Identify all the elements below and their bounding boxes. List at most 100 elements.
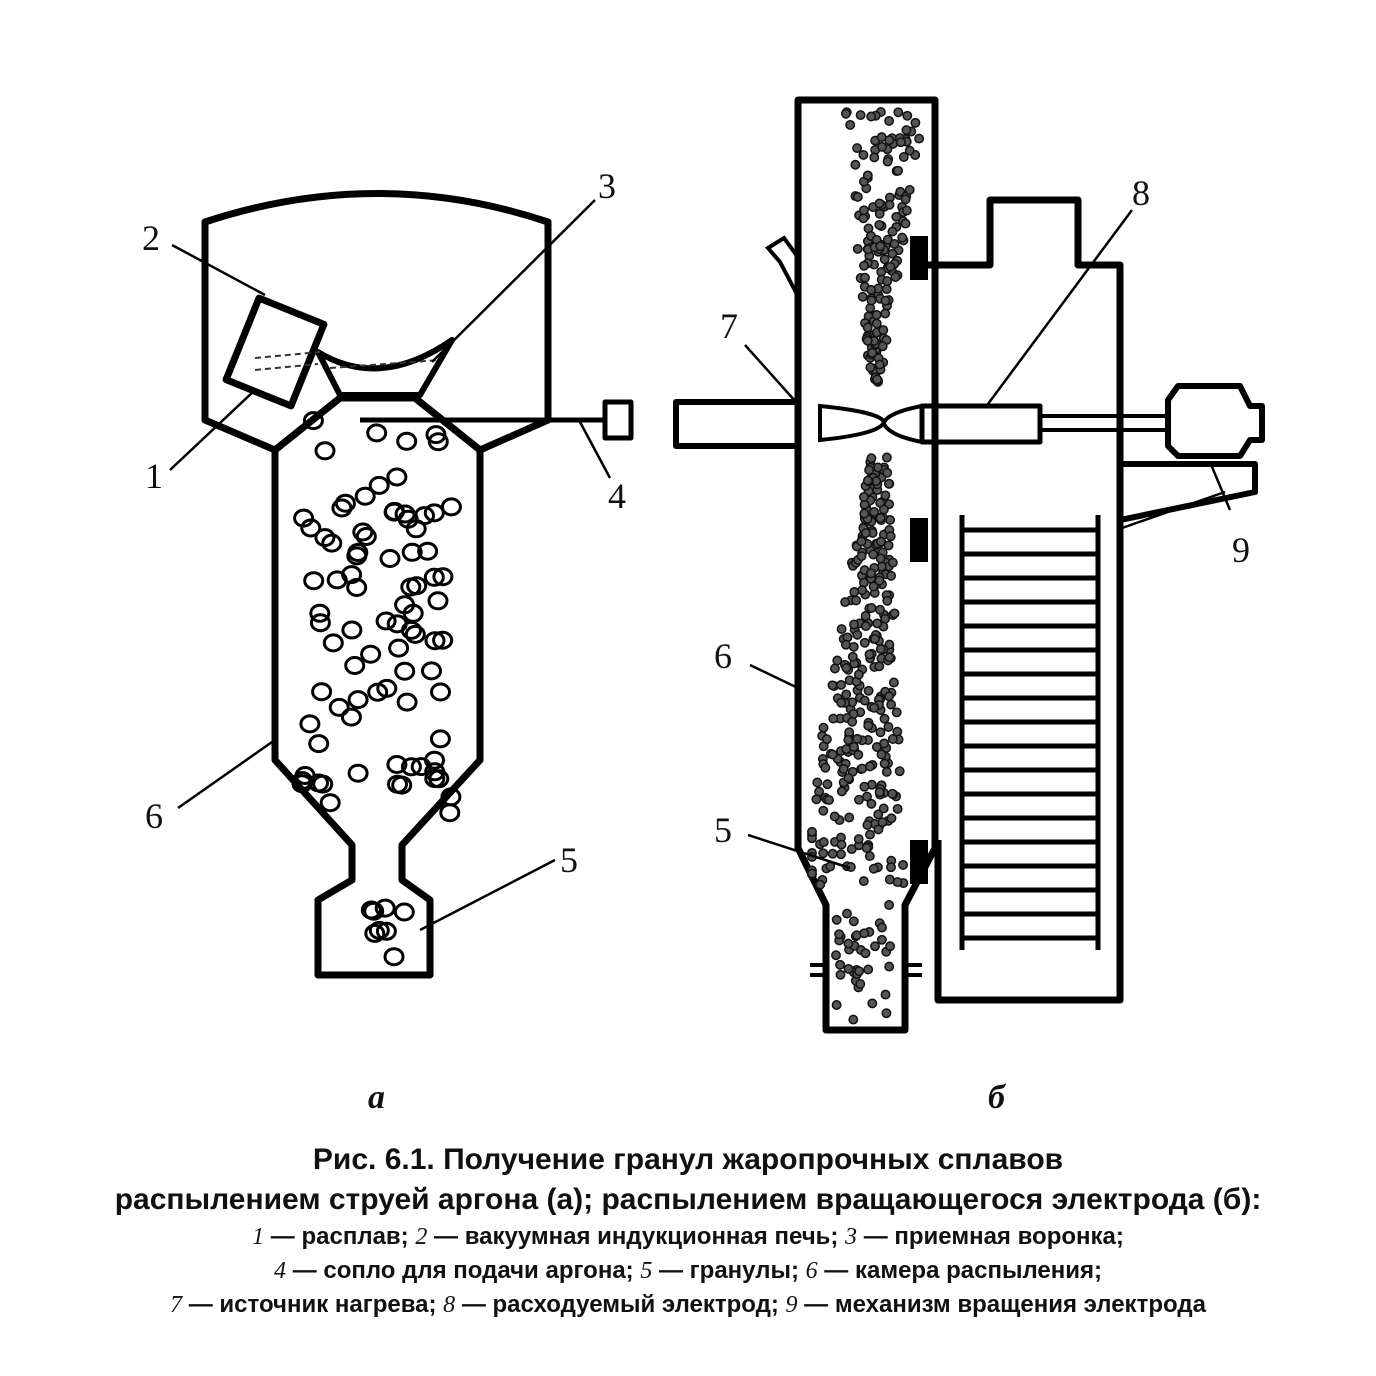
- granule: [886, 862, 896, 873]
- granule: [423, 503, 445, 523]
- granule: [848, 641, 859, 652]
- granule: [877, 341, 888, 352]
- granule: [421, 661, 442, 681]
- granule: [341, 620, 363, 640]
- granule: [394, 661, 416, 681]
- granule: [887, 734, 898, 744]
- granule: [844, 812, 855, 823]
- granule: [845, 119, 856, 130]
- granule: [875, 644, 886, 655]
- granule: [854, 966, 865, 977]
- granule: [860, 272, 870, 283]
- legend-num-4: 4: [274, 1258, 287, 1284]
- granule: [887, 557, 898, 568]
- granule: [914, 133, 925, 144]
- granule: [366, 423, 388, 443]
- granule: [807, 826, 817, 837]
- granule: [882, 595, 893, 606]
- legend-text-7: источник нагрева;: [219, 1291, 437, 1318]
- granule: [894, 766, 905, 777]
- granule: [424, 762, 446, 782]
- granule: [887, 226, 898, 237]
- granule: [812, 777, 823, 788]
- legend-text-6: камера распыления;: [854, 1257, 1102, 1284]
- granule: [321, 533, 343, 553]
- granule: [865, 829, 875, 840]
- legend-line-1: 1 — расплав; 2 — вакуумная индукционная …: [252, 1223, 1124, 1250]
- granule: [860, 948, 871, 959]
- spray-chamber-a: [271, 394, 484, 979]
- granule: [870, 941, 880, 952]
- granule: [856, 551, 867, 562]
- granule: [875, 604, 885, 615]
- granule: [879, 758, 890, 769]
- granule: [877, 817, 888, 828]
- collector-box: [934, 520, 1124, 1004]
- granule: [859, 205, 869, 216]
- granule: [873, 824, 884, 835]
- granule: [866, 453, 877, 464]
- granule: [831, 950, 841, 961]
- granule: [866, 284, 876, 295]
- callout-b-9: 9: [1232, 530, 1250, 570]
- spray-chamber-b: [794, 96, 939, 1034]
- granule: [856, 536, 867, 547]
- granule: [862, 791, 872, 802]
- granule: [884, 900, 895, 910]
- granule: [857, 291, 868, 302]
- granule: [440, 497, 462, 517]
- granule: [889, 238, 900, 249]
- granule: [869, 506, 880, 517]
- granule: [886, 570, 897, 581]
- granule: [869, 152, 880, 163]
- granule: [383, 947, 405, 967]
- granule: [368, 475, 390, 495]
- figure-title: Получение гранул жаропрочных сплавов: [443, 1143, 1064, 1176]
- granule: [874, 208, 885, 219]
- granule: [859, 637, 870, 648]
- granule: [432, 567, 454, 587]
- granule: [877, 141, 887, 152]
- granule: [843, 734, 854, 745]
- granule: [879, 738, 890, 749]
- granule: [439, 803, 461, 823]
- granule: [375, 921, 397, 941]
- granule: [864, 761, 875, 772]
- granule: [897, 232, 908, 243]
- legend-text-9: механизм вращения электрода: [834, 1291, 1206, 1318]
- granule: [849, 741, 859, 752]
- leader-9: [1208, 461, 1232, 511]
- granule: [311, 682, 333, 702]
- granule: [836, 697, 847, 708]
- granule: [862, 475, 873, 486]
- granule: [895, 137, 906, 148]
- granule: [404, 624, 426, 644]
- granule: [852, 733, 863, 744]
- granule: [885, 261, 896, 272]
- granule: [852, 143, 863, 154]
- granule: [849, 586, 860, 597]
- granule: [879, 254, 890, 265]
- leader-2: [171, 243, 266, 297]
- legend-text-5: гранулы;: [689, 1257, 799, 1284]
- granule: [857, 585, 868, 596]
- granule: [864, 649, 875, 660]
- granule: [882, 467, 893, 478]
- granule: [863, 685, 874, 696]
- granule: [340, 707, 362, 727]
- granule: [831, 914, 842, 925]
- granules-b: [807, 107, 925, 1025]
- granule: [424, 750, 445, 770]
- granule: [891, 211, 902, 222]
- granule: [901, 205, 912, 216]
- drive-housing: [920, 196, 1124, 520]
- granule: [855, 110, 866, 121]
- granule: [867, 998, 878, 1009]
- granule: [875, 553, 886, 564]
- granule: [842, 908, 852, 919]
- granule: [859, 260, 869, 271]
- granule: [884, 691, 894, 702]
- granule: [368, 920, 390, 940]
- granule: [868, 549, 879, 560]
- granule: [893, 107, 904, 118]
